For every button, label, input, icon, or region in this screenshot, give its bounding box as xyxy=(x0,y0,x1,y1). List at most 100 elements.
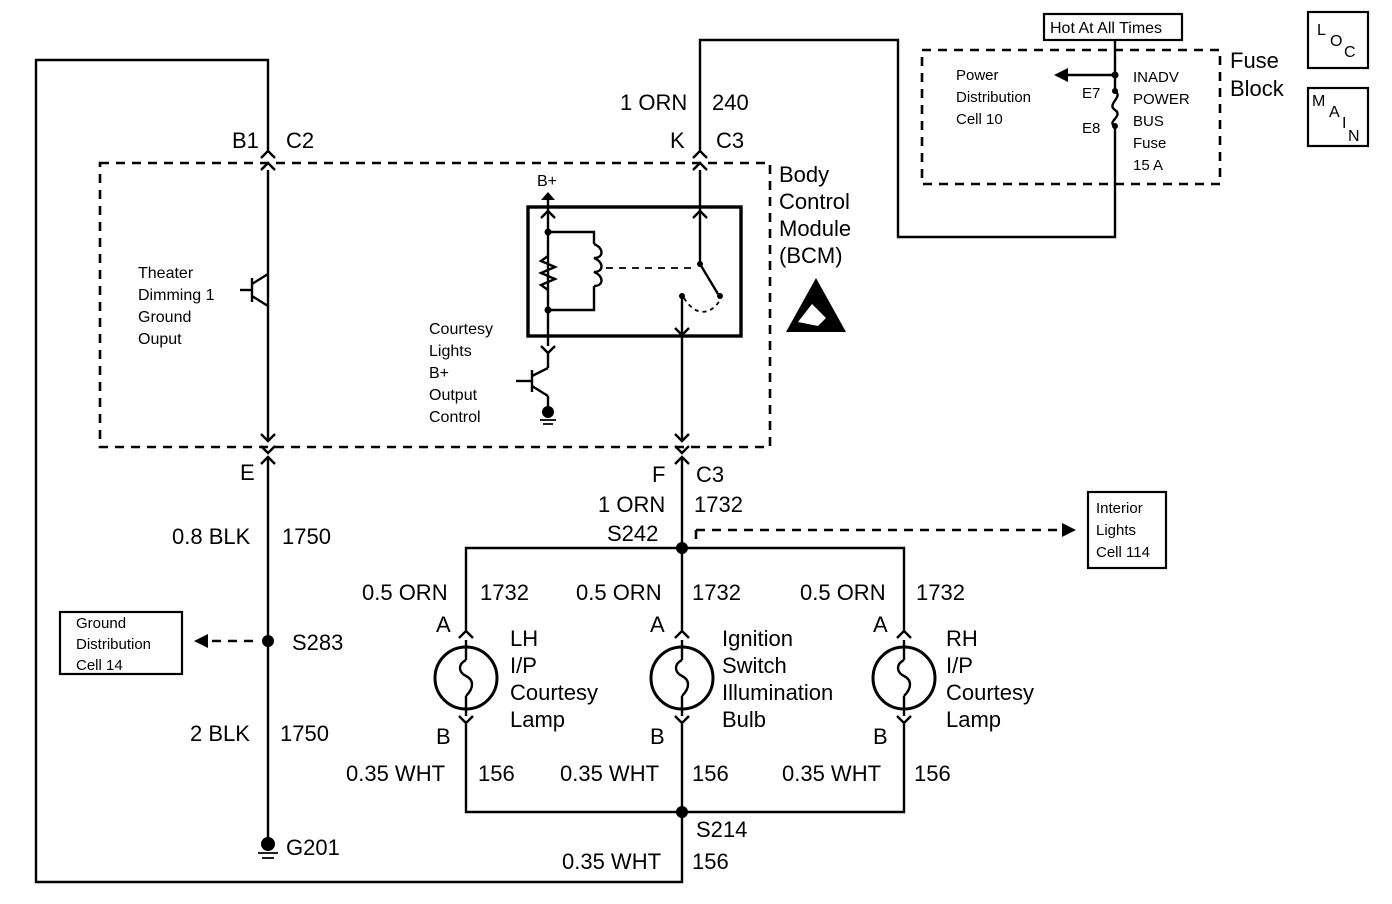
courtesy-label-2: Lights xyxy=(429,343,472,360)
courtesy-ground-icon xyxy=(542,406,554,418)
theater-label-2: Dimming 1 xyxy=(138,287,215,304)
lamp-lh-connector-a-icon xyxy=(458,629,474,639)
lamp-rh-pin-b: B xyxy=(873,724,888,749)
lamp-ign-pin-b: B xyxy=(650,724,665,749)
switch-top-arrow-icon xyxy=(692,209,708,219)
hot-at-all-times-box xyxy=(1042,12,1184,42)
lamp-ign-connector-b-icon xyxy=(674,715,690,725)
interior-label-3: Cell 114 xyxy=(1096,544,1150,561)
fuse-name-4: Fuse xyxy=(1133,135,1166,152)
theater-label-1: Theater xyxy=(138,265,194,282)
bcm-box xyxy=(98,161,772,449)
bcm-title-2: Control xyxy=(779,189,850,214)
theater-label-3: Ground xyxy=(138,309,191,326)
loc-letter-l: L xyxy=(1317,22,1326,39)
fuse-block-label-1: Fuse xyxy=(1230,48,1279,73)
courtesy-transistor-emitter xyxy=(531,384,549,398)
courtesy-label-4: Output xyxy=(429,387,478,404)
wire-156-color-bottom: 0.35 WHT xyxy=(562,849,661,874)
fuse-name-2: POWER xyxy=(1133,91,1190,108)
connector-k: K xyxy=(670,128,685,153)
lamp-lh-connector-b-icon xyxy=(458,715,474,725)
coil-icon xyxy=(593,242,603,288)
loc-box xyxy=(1306,10,1370,70)
coil-wire-bottom xyxy=(548,286,596,312)
loc-letter-o: O xyxy=(1330,33,1342,50)
interior-label-1: Interior xyxy=(1096,500,1143,517)
g201-label: G201 xyxy=(286,835,340,860)
lamp-lh-name-1: LH xyxy=(510,626,538,651)
lamp-rh-return-circuit: 156 xyxy=(914,761,951,786)
s283-ref-arrow-icon xyxy=(194,634,208,648)
courtesy-label-5: Control xyxy=(429,409,481,426)
lamp-rh-filament xyxy=(896,640,912,716)
s283-label: S283 xyxy=(292,630,343,655)
power-dist-arrow-icon xyxy=(1054,68,1068,82)
relay-top-arrow-icon xyxy=(540,209,556,219)
wire-1732-color: 1 ORN xyxy=(598,492,665,517)
ground-dist-label-3: Cell 14 xyxy=(76,657,123,674)
lamp-rh-wire-color: 0.5 ORN xyxy=(800,580,886,605)
power-dist-label-1: Power xyxy=(956,67,999,84)
interior-label-2: Lights xyxy=(1096,522,1136,539)
s283-splice xyxy=(262,635,274,647)
lamp-lh: 0.5 ORN 1732 A B LH I/P Courtesy Lamp 0.… xyxy=(346,580,598,786)
lamp-lh-filament xyxy=(458,640,474,716)
connector-e: E xyxy=(240,460,255,485)
switch-output-arrow-icon xyxy=(674,327,690,337)
lamp-lh-name-2: I/P xyxy=(510,653,537,678)
s242-label: S242 xyxy=(607,521,658,546)
lamp-rh-name-4: Lamp xyxy=(946,707,1001,732)
lamp-ign-filament xyxy=(674,640,690,716)
lamp-rh-connector-b-icon xyxy=(896,715,912,725)
wire-1732-circuit: 1732 xyxy=(694,492,743,517)
b-plus-label: B+ xyxy=(537,173,557,190)
lamp-rh-connector-a-icon xyxy=(896,629,912,639)
connector-c3-bottom: C3 xyxy=(696,462,724,487)
switch-blade xyxy=(698,263,720,295)
main-letter-n: N xyxy=(1348,128,1360,145)
switch-arc xyxy=(683,297,721,313)
b1-connector-icon xyxy=(260,149,276,171)
theater-transistor-collector xyxy=(251,272,269,286)
main-letter-i: I xyxy=(1342,115,1346,132)
lamp-ign-pin-a: A xyxy=(650,612,665,637)
hot-at-all-times-label: Hot At All Times xyxy=(1050,20,1162,37)
lamp-lh-pin-a: A xyxy=(436,612,451,637)
outer-loop-wire xyxy=(34,58,684,884)
lamp-lh-pin-b: B xyxy=(436,724,451,749)
lamp-ign-return-color: 0.35 WHT xyxy=(560,761,659,786)
lamp-lh-name-3: Courtesy xyxy=(510,680,598,705)
s214-label: S214 xyxy=(696,817,747,842)
wire-1750-circuit-2: 1750 xyxy=(280,721,329,746)
theater-transistor-emitter xyxy=(251,294,269,308)
lamp-lh-name-4: Lamp xyxy=(510,707,565,732)
wire-1750-color-1: 0.8 BLK xyxy=(172,524,251,549)
connector-f: F xyxy=(652,462,665,487)
ground-dist-box xyxy=(58,610,184,676)
lamp-ign-connector-a-icon xyxy=(674,629,690,639)
wire-156-circuit-bottom: 156 xyxy=(692,849,729,874)
main-letter-m: M xyxy=(1312,93,1325,110)
lamp-rh-name-1: RH xyxy=(946,626,978,651)
power-dist-label-2: Distribution xyxy=(956,89,1031,106)
fuse-block-label-2: Block xyxy=(1230,76,1285,101)
pin-e8: E8 xyxy=(1082,120,1100,137)
f-connector-icon xyxy=(674,433,690,455)
lamp-rh-pin-a: A xyxy=(873,612,888,637)
theater-label-4: Ouput xyxy=(138,331,182,348)
wire-240-color: 1 ORN xyxy=(620,90,687,115)
wire-240-circuit: 240 xyxy=(712,90,749,115)
main-letter-a: A xyxy=(1329,104,1340,121)
lamp-ign-name-3: Illumination xyxy=(722,680,833,705)
fuse-block-box xyxy=(920,48,1222,186)
lamp-ign-return-circuit: 156 xyxy=(692,761,729,786)
lamp-ign-wire-circuit: 1732 xyxy=(692,580,741,605)
lamp-rh-wire-circuit: 1732 xyxy=(916,580,965,605)
bcm-title-1: Body xyxy=(779,162,829,187)
e-connector-icon xyxy=(260,433,276,455)
lamp-ign-name-1: Ignition xyxy=(722,626,793,651)
courtesy-label-1: Courtesy xyxy=(429,321,493,338)
fuse-name-5: 15 A xyxy=(1133,157,1163,174)
wire-1750-color-2: 2 BLK xyxy=(190,721,250,746)
